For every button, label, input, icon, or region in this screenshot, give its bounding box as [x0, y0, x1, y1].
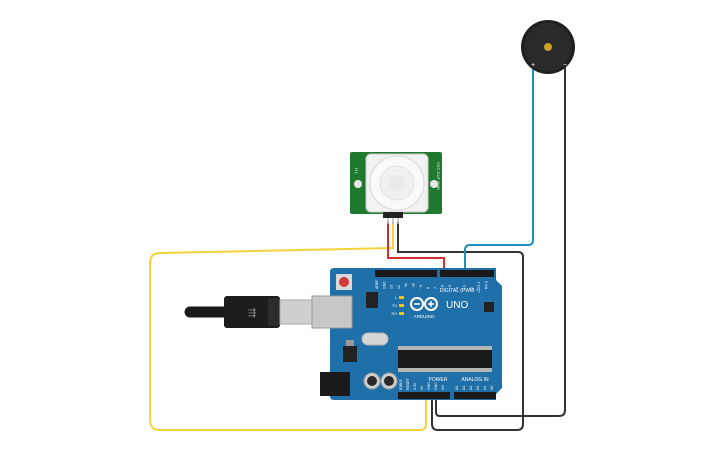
usb-plug-body: [224, 296, 280, 328]
wire-yellow-out[interactable]: [149, 222, 427, 431]
wires: [149, 62, 566, 431]
status-led: [399, 296, 404, 299]
power-pin-label: RESET: [406, 377, 410, 390]
digital-pin-label: 4: [455, 287, 459, 289]
pir-right-label: VCC OUT GND: [436, 162, 441, 190]
usb-cable[interactable]: ⇶: [184, 296, 315, 328]
digital-pin-label: 13: [390, 285, 394, 289]
digital-pin-label: RX 0: [485, 281, 489, 289]
dc-barrel-jack: [320, 372, 350, 396]
usb-chip: [366, 292, 378, 308]
digital-pin-label: 2: [470, 287, 474, 289]
digital-header-right: [440, 270, 494, 277]
buzzer-plus-label: +: [531, 62, 535, 69]
atmega-chip: [398, 350, 492, 368]
buzzer-center-dot: [544, 43, 552, 51]
power-pin-label: GND: [427, 382, 431, 390]
led-label: RX: [391, 311, 397, 316]
digital-pin-label: TX 1: [477, 281, 481, 289]
analog-pin-label: A5: [490, 386, 494, 390]
analog-pin-label: A3: [476, 386, 480, 390]
wire-blue-signal[interactable]: [464, 62, 534, 272]
status-leds: L TX RX: [391, 295, 404, 316]
power-pin-label: 5V: [420, 385, 424, 390]
digital-pin-label: 7: [433, 287, 437, 289]
arduino-brand: ARDUINO: [414, 314, 435, 319]
led-label: L: [395, 295, 398, 300]
pir-mount-hole: [430, 180, 438, 188]
digital-pin-label: 12: [397, 285, 401, 289]
digital-pin-label: AREF: [375, 279, 379, 289]
power-pin-label: IOREF: [399, 378, 403, 390]
analog-pin-label: A1: [462, 386, 466, 390]
digital-pin-label: ~6: [441, 285, 445, 289]
wire-red-vcc[interactable]: [387, 222, 445, 272]
usb-symbol-icon: ⇶: [248, 307, 256, 319]
status-led: [399, 304, 404, 307]
piezo-buzzer[interactable]: + −: [521, 20, 575, 74]
pir-left-label: H L: [354, 168, 359, 175]
pir-pin-header: [383, 212, 403, 218]
digital-header-left: [375, 270, 437, 277]
pir-sensor[interactable]: H L VCC OUT GND: [350, 152, 442, 224]
voltage-regulator: [343, 346, 357, 362]
digital-pin-label: 8: [426, 287, 430, 289]
digital-pin-label: ~10: [412, 283, 416, 289]
status-led: [399, 312, 404, 315]
board-usb-socket: [311, 295, 353, 329]
power-header: [398, 392, 450, 399]
digital-pin-label: ~3: [463, 285, 467, 289]
power-pin-label: GND: [434, 382, 438, 390]
crystal-oscillator: [361, 332, 389, 346]
digital-pin-label: ~9: [419, 285, 423, 289]
digital-label: DIGITAL (PWM ~): [440, 288, 480, 294]
wire-black-gnd[interactable]: [397, 222, 524, 431]
buzzer-minus-label: −: [563, 62, 567, 69]
digital-pin-label: GND: [382, 281, 386, 289]
analog-pin-label: A4: [483, 386, 487, 390]
digital-pin-label: ~11: [404, 283, 408, 289]
usb-connector-metal: [279, 299, 315, 325]
analog-pin-label: A0: [455, 386, 459, 390]
analog-pin-label: A2: [469, 386, 473, 390]
power-label: POWER: [429, 377, 448, 383]
digital-pin-label: ~5: [448, 285, 452, 289]
analog-header: [454, 392, 496, 399]
analog-label: ANALOG IN: [461, 377, 489, 383]
pir-mount-hole: [354, 180, 362, 188]
wire-black-buzzer[interactable]: [435, 62, 566, 417]
led-label: TX: [392, 303, 397, 308]
power-pin-label: Vin: [441, 385, 445, 390]
power-pin-label: 3.3V: [413, 382, 417, 390]
arduino-model: UNO: [446, 300, 468, 311]
smd-chip: [484, 302, 494, 312]
arduino-logo-icon: [410, 297, 438, 311]
